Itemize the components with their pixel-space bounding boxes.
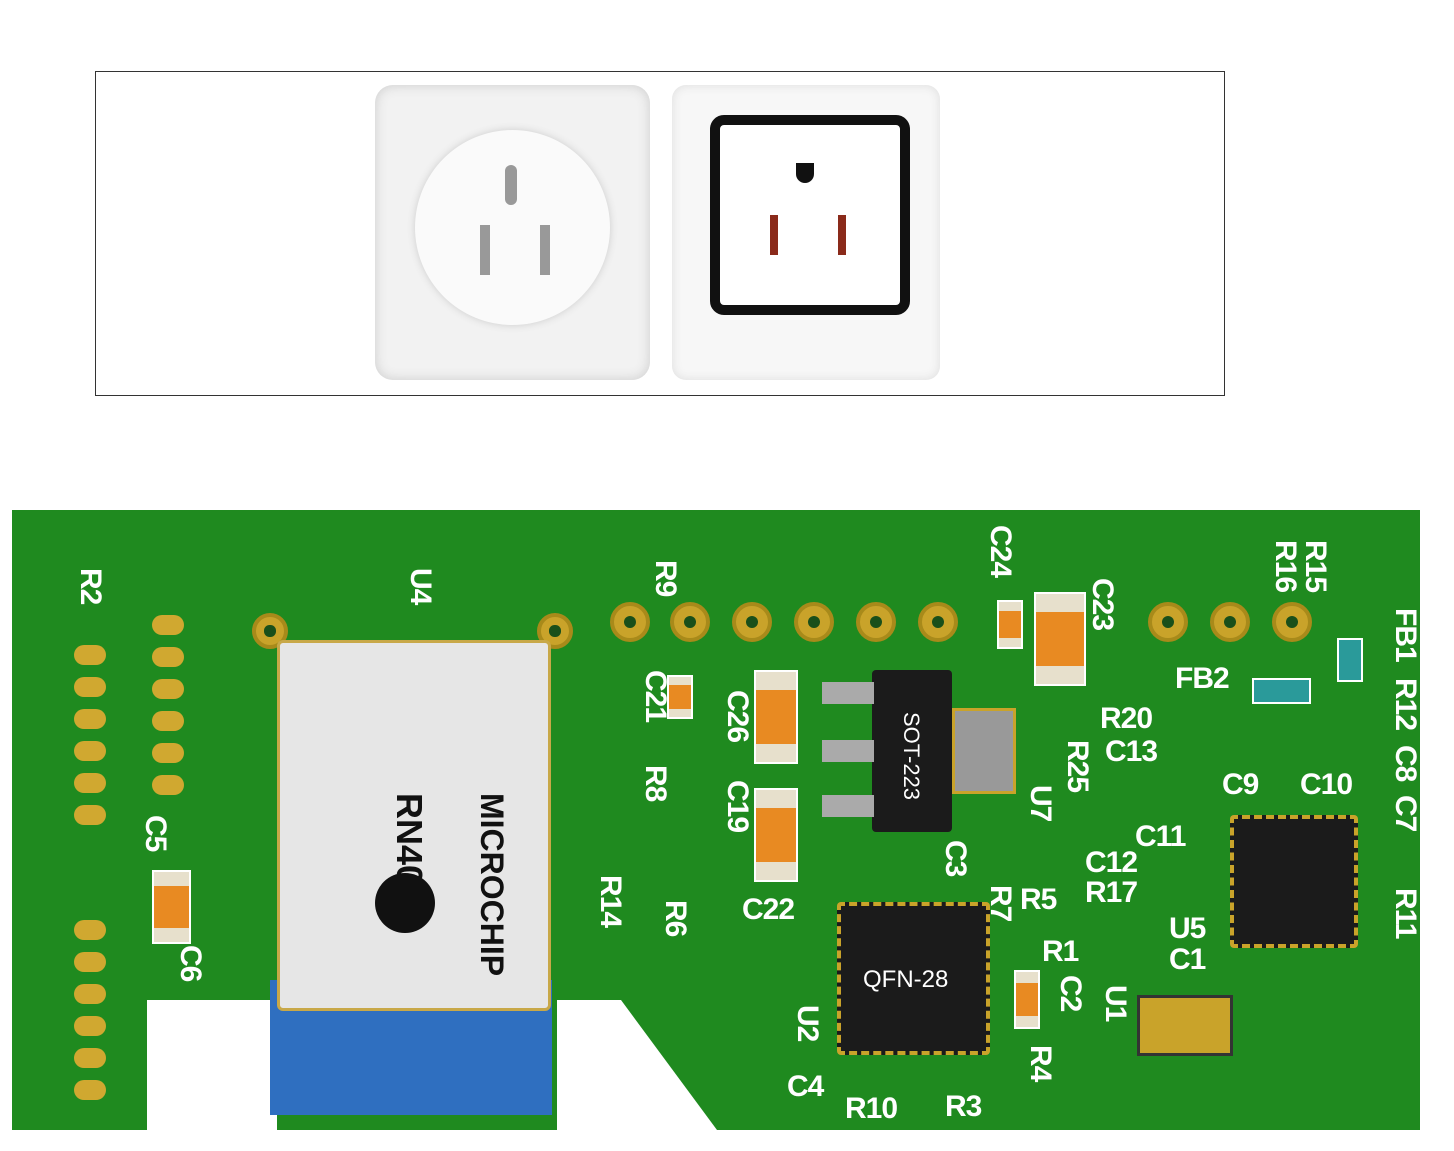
label-c6: C6 [174, 945, 207, 982]
label-r9: R9 [649, 560, 682, 597]
sot-label: SOT-223 [899, 712, 924, 801]
label-u7: U7 [1024, 785, 1057, 822]
label-c8: C8 [1389, 745, 1422, 782]
smart-plug-front-image [672, 85, 940, 380]
label-r7: R7 [984, 885, 1017, 922]
label-u2: U2 [791, 1005, 824, 1042]
ferrite-fb1 [1337, 638, 1363, 682]
capacitor-c6 [152, 870, 191, 944]
label-r5: R5 [1020, 883, 1057, 916]
label-r8: R8 [639, 765, 672, 802]
board-cutout [147, 1000, 277, 1130]
slot-left [770, 215, 778, 255]
through-hole-pad [794, 602, 834, 642]
label-r25: R25 [1061, 740, 1094, 793]
label-r16: R16 [1269, 540, 1302, 593]
smart-plug-back-image [375, 85, 650, 380]
label-r15: R15 [1299, 540, 1332, 593]
qfn-28-chip: QFN-28 [837, 902, 990, 1055]
label-c1: C1 [1169, 943, 1206, 976]
ferrite-fb2 [1252, 678, 1311, 704]
label-u1: U1 [1099, 985, 1132, 1022]
label-r3: R3 [945, 1090, 982, 1123]
through-hole-pad [732, 602, 772, 642]
sot-pin [822, 795, 874, 817]
u5-chip [1230, 815, 1358, 948]
label-r6: R6 [659, 900, 692, 937]
through-hole-pad [1148, 602, 1188, 642]
slot-right [838, 215, 846, 255]
through-hole-pad [856, 602, 896, 642]
label-r20: R20 [1100, 702, 1153, 735]
through-hole-pad [918, 602, 958, 642]
capacitor-c19 [754, 788, 798, 882]
label-r4: R4 [1024, 1045, 1057, 1082]
qfn-label: QFN-28 [863, 966, 949, 993]
label-fb2: FB2 [1175, 662, 1230, 695]
capacitor-c21 [667, 675, 693, 719]
label-fb1: FB1 [1389, 608, 1422, 662]
module-brand: MICROCHIP [474, 793, 510, 977]
label-c11: C11 [1135, 820, 1186, 853]
label-c23: C23 [1086, 578, 1119, 631]
ground-pin [505, 165, 517, 205]
outlet-face [710, 115, 910, 315]
pcb-render: RN4020 MICROCHIP SOT-223 QFN-28 R2 U4 R9… [12, 510, 1422, 1130]
label-r14: R14 [594, 875, 627, 928]
label-c10: C10 [1300, 768, 1353, 801]
label-c24: C24 [984, 525, 1017, 578]
label-c26: C26 [721, 690, 754, 743]
board-cutout [557, 1000, 717, 1130]
through-hole-pad [610, 602, 650, 642]
prong-right [540, 225, 550, 275]
label-c21: C21 [639, 670, 672, 723]
sot-223-regulator: SOT-223 [872, 670, 952, 832]
plug-ring [415, 130, 610, 325]
rn4020-module: RN4020 MICROCHIP [277, 640, 551, 1011]
ground-hole [796, 163, 814, 183]
sot-pin [822, 740, 874, 762]
label-r17: R17 [1085, 876, 1138, 909]
sot-tab [952, 708, 1016, 794]
through-hole-pad [1210, 602, 1250, 642]
label-c19: C19 [721, 780, 754, 833]
label-c12: C12 [1085, 846, 1138, 879]
label-c7: C7 [1389, 795, 1422, 832]
capacitor-c26 [754, 670, 798, 764]
label-r11: R11 [1389, 888, 1422, 939]
mounting-pad [537, 613, 573, 649]
capacitor-c23 [1034, 592, 1086, 686]
product-photo-frame [95, 71, 1225, 396]
microchip-logo-icon [375, 873, 435, 933]
sot-pin [822, 682, 874, 704]
label-c9: C9 [1222, 768, 1259, 801]
label-u5: U5 [1169, 912, 1206, 945]
label-u4: U4 [404, 568, 437, 605]
capacitor-c2 [1014, 970, 1040, 1029]
label-c2: C2 [1054, 975, 1087, 1012]
u1-chip [1137, 995, 1233, 1056]
label-c13: C13 [1105, 735, 1158, 768]
through-hole-pad [670, 602, 710, 642]
label-r2: R2 [74, 568, 107, 605]
label-c5: C5 [139, 815, 172, 852]
label-c3: C3 [939, 840, 972, 877]
label-r12: R12 [1389, 678, 1422, 731]
capacitor-c24 [997, 600, 1023, 649]
label-r1: R1 [1042, 935, 1079, 968]
label-c4: C4 [787, 1070, 824, 1103]
label-c22: C22 [742, 893, 795, 926]
prong-left [480, 225, 490, 275]
through-hole-pad [1272, 602, 1312, 642]
label-r10: R10 [845, 1092, 898, 1125]
